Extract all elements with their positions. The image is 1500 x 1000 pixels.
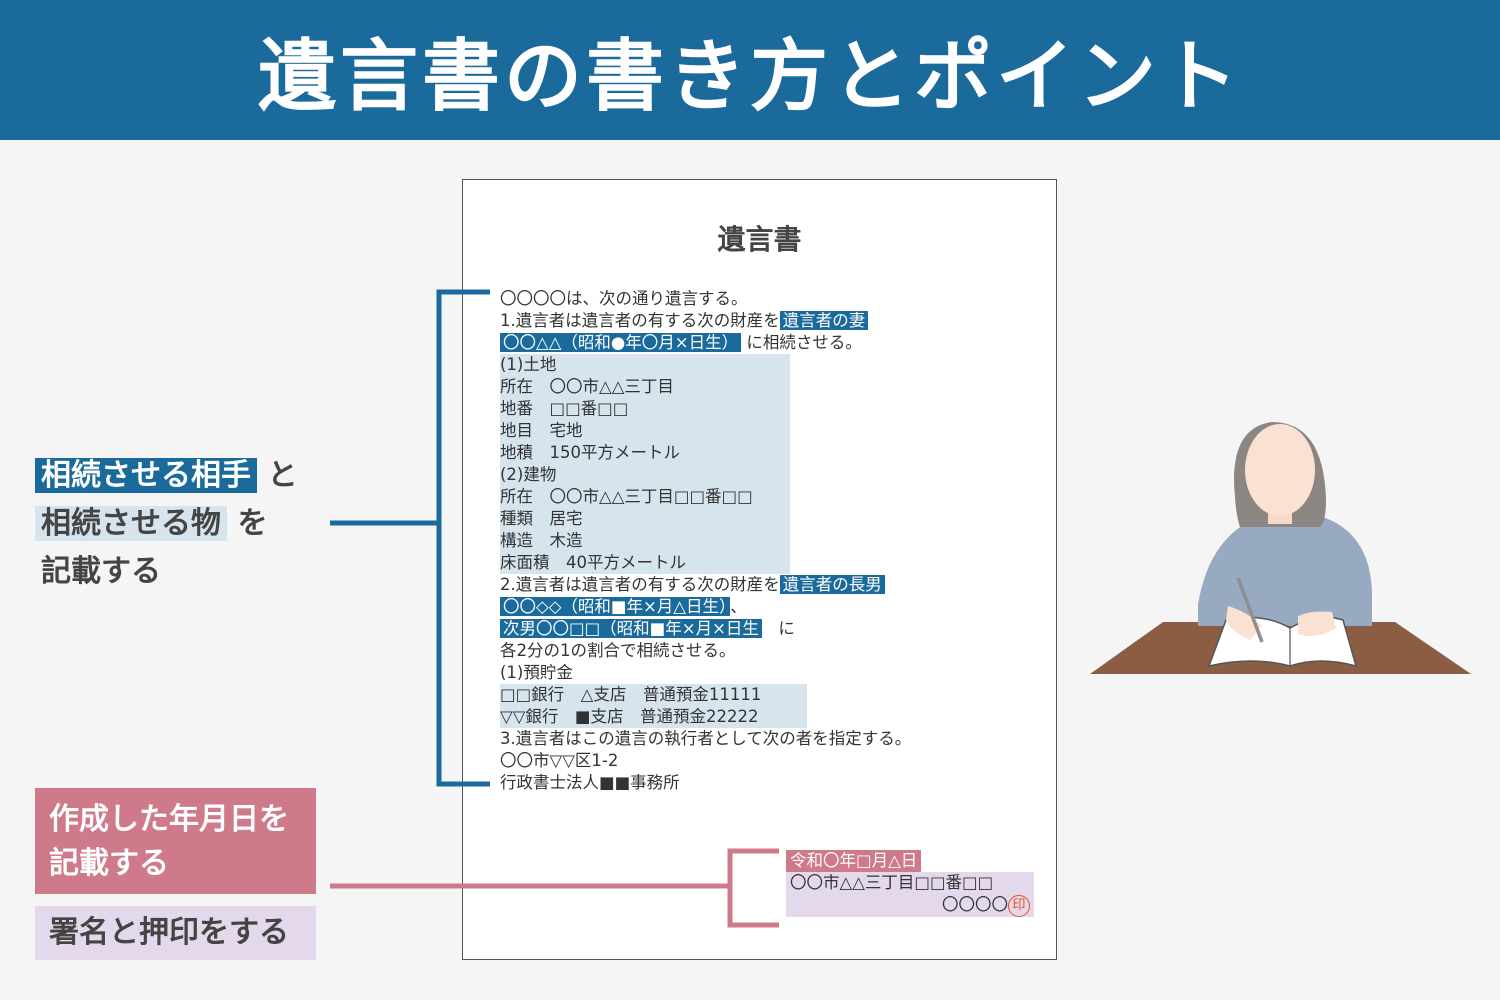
heir-tag: 相続させる相手	[35, 458, 257, 493]
doc-line: 〇〇市▽▽区1-2	[500, 751, 619, 770]
doc-line: 所在 〇〇市△△三丁目	[500, 377, 674, 396]
heir-note-line: 相続させる相手 と	[35, 452, 297, 500]
doc-line: 種類 居宅	[500, 509, 583, 528]
heir-highlight: 〇〇◇◇（昭和■年×月△日生）	[500, 597, 731, 616]
doc-text: 1.遺言者は遺言者の有する次の財産を	[500, 311, 780, 330]
doc-text: 、	[730, 597, 747, 616]
doc-line: (2)建物	[500, 465, 557, 484]
bracket-blue	[330, 289, 490, 787]
woman-writing-illustration	[1090, 422, 1471, 674]
doc-text: に相続させる。	[746, 333, 862, 352]
signature-address-block: 〇〇市△△三丁目□□番□□ 〇〇〇〇印	[786, 872, 1034, 917]
date-note-line: 作成した年月日を	[49, 802, 289, 837]
doc-line: 〇〇〇〇は、次の通り遺言する。	[500, 289, 748, 308]
heir-particle: と	[267, 458, 298, 493]
signature-block: 令和〇年□月△日 〇〇市△△三丁目□□番□□ 〇〇〇〇印	[786, 850, 1034, 917]
signature-date: 令和〇年□月△日	[786, 850, 922, 872]
heir-note-line: 相続させる物 を	[35, 500, 297, 548]
heir-highlight: 遺言者の長男	[779, 575, 885, 594]
left-hand	[1226, 606, 1262, 640]
doc-line: 構造 木造	[500, 531, 583, 550]
doc-line: 3.遺言者はこの遺言の執行者として次の者を指定する。	[500, 729, 912, 748]
heir-highlight: 次男〇〇□□（昭和■年×月×日生	[500, 619, 762, 638]
page-title: 遺言書の書き方とポイント	[257, 32, 1242, 122]
doc-text: 2.遺言者は遺言者の有する次の財産を	[500, 575, 780, 594]
heir-note: 相続させる相手 と 相続させる物 を 記載する	[35, 452, 297, 596]
property-tag: 相続させる物	[35, 506, 227, 541]
savings-block: □□銀行 △支店 普通預金11111 ▽▽銀行 ■支店 普通預金22222	[500, 684, 807, 728]
heir-highlight: 〇〇△△（昭和●年〇月×日生）	[500, 333, 742, 352]
doc-text: に	[778, 619, 795, 638]
doc-line: ▽▽銀行 ■支店 普通預金22222	[500, 707, 759, 726]
doc-line: 行政書士法人■■事務所	[500, 773, 680, 792]
doc-line: □□銀行 △支店 普通預金11111	[500, 685, 762, 704]
bracket-pink	[330, 848, 779, 928]
property-particle: を	[237, 506, 268, 541]
doc-line: 次男〇〇□□（昭和■年×月×日生 に	[500, 618, 911, 640]
torso	[1198, 516, 1372, 626]
signature-name: 〇〇〇〇	[942, 895, 1008, 914]
document-title: 遺言書	[717, 223, 802, 256]
seal-icon: 印	[1008, 894, 1030, 917]
doc-line: (1)土地	[500, 355, 557, 374]
doc-line: 所在 〇〇市△△三丁目□□番□□	[500, 487, 753, 506]
face	[1245, 424, 1315, 516]
doc-line: 地目 宅地	[500, 421, 583, 440]
heir-note-line: 記載する	[41, 554, 161, 589]
doc-line: 床面積 40平方メートル	[500, 553, 686, 572]
sign-note: 署名と押印をする	[35, 906, 316, 960]
pen-icon	[1236, 577, 1264, 643]
right-hand	[1298, 611, 1336, 636]
doc-line: 地積 150平方メートル	[500, 443, 680, 462]
doc-line: 各2分の1の割合で相続させる。	[500, 641, 736, 660]
doc-line: 2.遺言者は遺言者の有する次の財産を遺言者の長男	[500, 574, 911, 596]
date-note-line: 記載する	[49, 846, 169, 881]
signature-name-row: 〇〇〇〇印	[790, 894, 1030, 917]
doc-line: 1.遺言者は遺言者の有する次の財産を遺言者の妻	[500, 310, 911, 332]
property-block: (1)土地 所在 〇〇市△△三丁目 地番 □□番□□ 地目 宅地 地積 150平…	[500, 354, 790, 574]
doc-line: 〇〇◇◇（昭和■年×月△日生）、	[500, 596, 911, 618]
title-banner: 遺言書の書き方とポイント	[0, 0, 1500, 140]
doc-line: 地番 □□番□□	[500, 399, 629, 418]
will-document: 遺言書 〇〇〇〇は、次の通り遺言する。 1.遺言者は遺言者の有する次の財産を遺言…	[462, 179, 1057, 960]
date-note: 作成した年月日を 記載する	[35, 788, 316, 894]
document-body: 〇〇〇〇は、次の通り遺言する。 1.遺言者は遺言者の有する次の財産を遺言者の妻 …	[500, 288, 911, 794]
signature-address: 〇〇市△△三丁目□□番□□	[790, 873, 994, 892]
heir-highlight: 遺言者の妻	[779, 311, 869, 330]
doc-line: (1)預貯金	[500, 663, 573, 682]
doc-line: 〇〇△△（昭和●年〇月×日生） に相続させる。	[500, 332, 911, 354]
